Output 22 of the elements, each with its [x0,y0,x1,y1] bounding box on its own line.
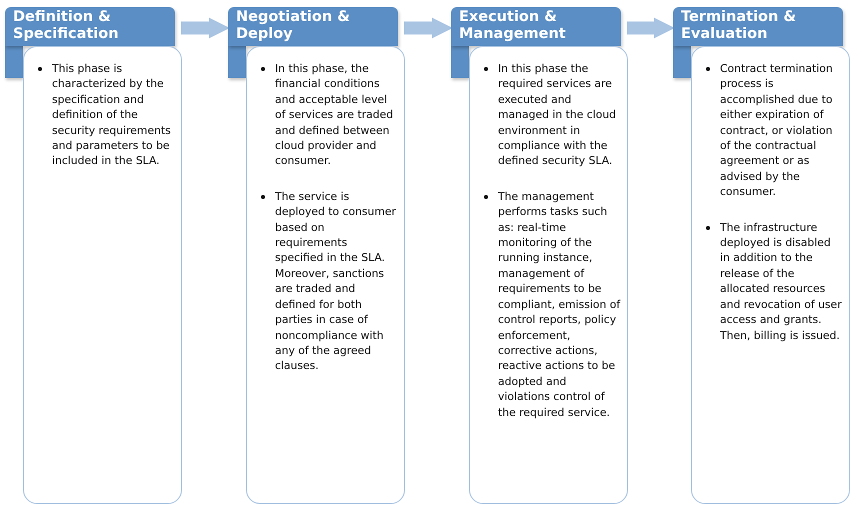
phase-card [691,46,850,504]
phase-title: Termination & Evaluation [681,9,798,43]
phase-card [23,46,182,504]
phase-header [228,7,398,46]
phase-header [451,7,621,46]
bullet-text: Contract termination process is accomplished due to either expiration of contract, or violation of the contractual agreement or as advised by the consumer. [720,62,833,198]
phase-header [5,7,175,46]
phase-header [673,7,843,46]
bullet-text: This phase is characterized by the specification and definition of the security requirements and parameters to be included in the SLA. [52,62,171,168]
arrow [181,18,230,38]
phase-card [246,46,405,504]
bullet-text: The management performs tasks such as: real-time monitoring of the running instance, management of requirements to be compliant, emission of control reports, policy enforcement, corrective actions, reactive actions to be adopted and violations control of the required service. [498,190,620,419]
arrow [404,18,453,38]
bullet-text: In this phase the required services are executed and managed in the cloud environment in compliance with the defined security SLA. [498,62,616,168]
bullet-text: The service is deployed to consumer based on requirements specified in the SLA. Moreover, sanctions are traded and defined for both parties in case of noncompliance with any of the agreed clauses. [275,190,396,372]
phase-title: Definition & Specification [13,9,120,43]
bullet-text: In this phase, the financial conditions and acceptable level of services are traded and defined between cloud provider and consumer. [275,62,394,168]
phase-title: Negotiation & Deploy [236,9,351,43]
arrow [627,18,675,38]
phase-card [469,46,628,504]
phase-title: Execution & Management [459,9,567,43]
bullet-text: The infrastructure deployed is disabled in addition to the release of the allocated resources and revocation of user access and grants. Then, billing is issued. [720,220,842,342]
